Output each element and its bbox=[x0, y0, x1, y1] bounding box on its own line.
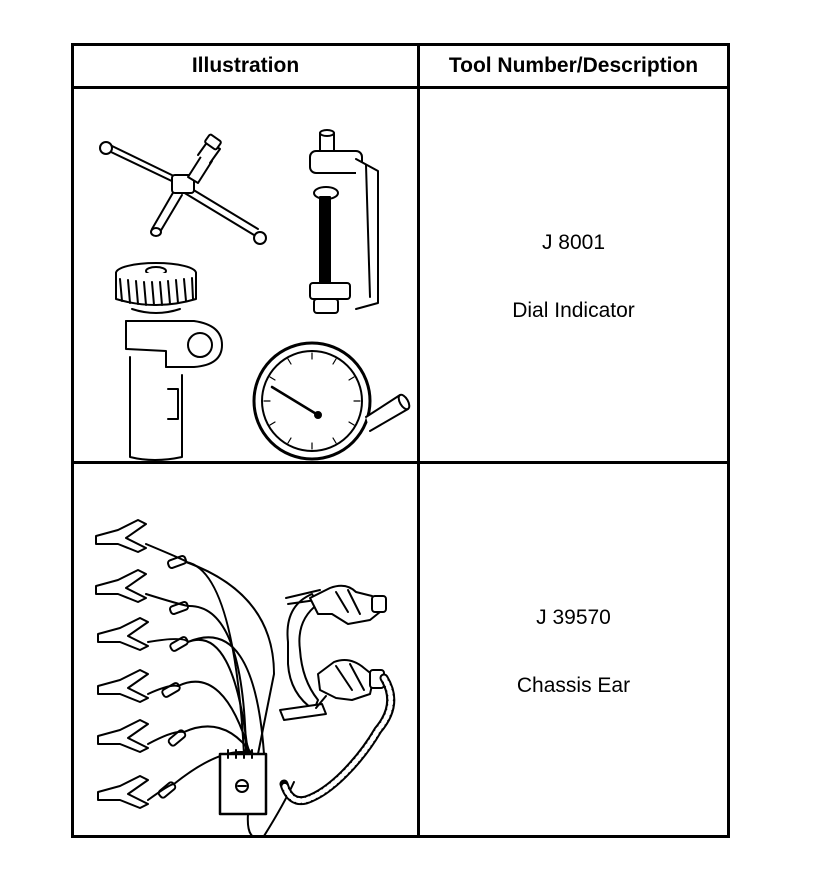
description-cell-chassis-ear: J 39570 Chassis Ear bbox=[420, 464, 727, 835]
row-divider bbox=[74, 461, 727, 464]
column-divider bbox=[417, 46, 420, 835]
header-row: Illustration Tool Number/Description bbox=[74, 46, 727, 89]
tool-number: J 8001 bbox=[541, 231, 606, 254]
header-tool-number-description: Tool Number/Description bbox=[448, 54, 699, 77]
illustration-cell-dial-indicator bbox=[74, 89, 417, 461]
chassis-ear-icon bbox=[95, 519, 396, 835]
description-cell-dial-indicator: J 8001 Dial Indicator bbox=[420, 89, 727, 461]
dial-indicator-set-icon bbox=[99, 129, 411, 461]
tool-number: J 39570 bbox=[536, 606, 611, 629]
header-illustration: Illustration bbox=[191, 54, 300, 77]
tool-table: Illustration Tool Number/Description bbox=[71, 43, 730, 838]
tool-description: Chassis Ear bbox=[516, 674, 631, 697]
illustration-cell-chassis-ear bbox=[74, 464, 417, 835]
tool-description: Dial Indicator bbox=[512, 299, 635, 322]
